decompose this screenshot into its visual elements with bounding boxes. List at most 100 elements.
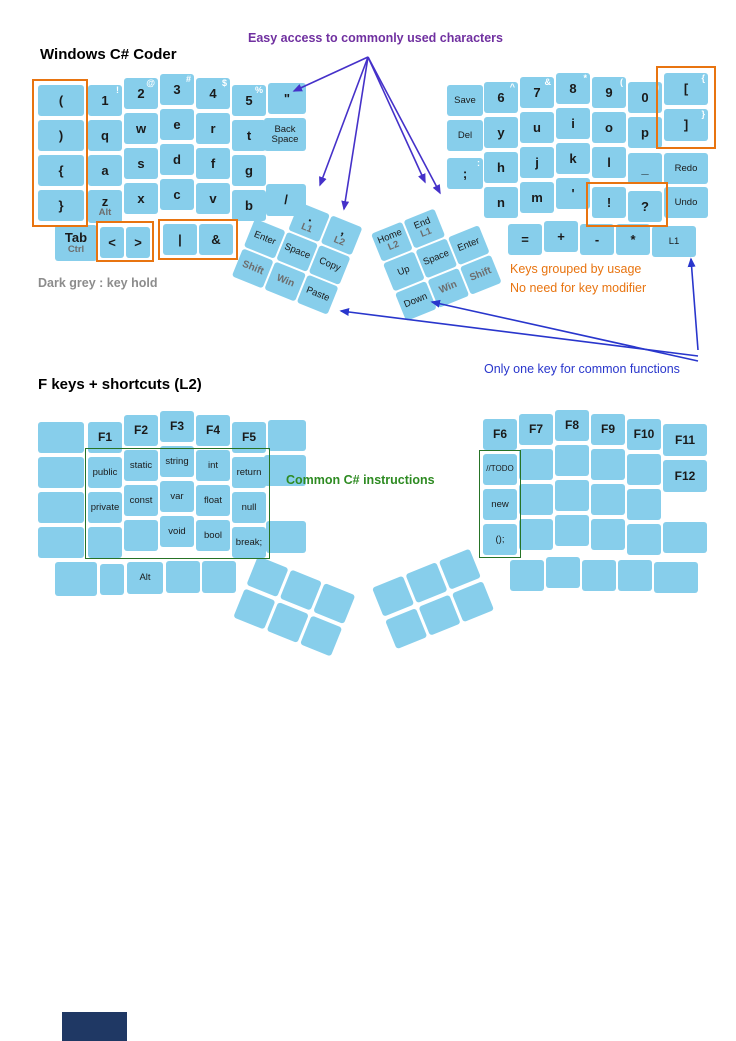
key-blank	[510, 560, 544, 591]
key-less-than: <	[100, 227, 124, 258]
key-save: Save	[447, 85, 483, 116]
key-blank	[555, 480, 589, 511]
key-del: Del	[447, 120, 483, 151]
key-label: Enter	[456, 235, 482, 255]
key-blank	[627, 489, 661, 520]
key-label: F6	[492, 427, 507, 442]
key-s: s	[124, 148, 158, 179]
key-label: /	[284, 192, 288, 208]
layer2-title: F keys + shortcuts (L2)	[38, 376, 202, 393]
key-blank	[591, 484, 625, 515]
key-k: k	[556, 143, 590, 174]
key-label: ();	[495, 533, 505, 545]
key-const: const	[124, 485, 158, 516]
key-blank	[591, 519, 625, 550]
key-semicolon: :;	[447, 158, 483, 189]
key-label: F10	[633, 427, 655, 442]
key-label: Del	[457, 129, 473, 141]
key-label: a	[101, 162, 109, 178]
key-label: Enter	[252, 228, 278, 248]
key-label: k	[569, 150, 577, 166]
annotation-one-key: Only one key for common functions	[484, 362, 680, 376]
key-label: private	[90, 501, 120, 513]
key-label: +	[557, 228, 565, 244]
key-label: Alt	[139, 572, 151, 584]
key-label: )	[58, 127, 64, 143]
key-u: u	[520, 112, 554, 143]
key-blank	[100, 564, 124, 595]
key-label: d	[173, 151, 181, 167]
key-r: r	[196, 113, 230, 144]
key-float: float	[196, 485, 230, 516]
key-label: Shift	[240, 258, 266, 277]
key-label: F4	[205, 423, 220, 438]
key-blank	[268, 420, 306, 451]
key-label: j	[535, 154, 539, 170]
key-blank	[38, 492, 84, 523]
key-new: new	[483, 489, 517, 520]
key-label: Shift	[468, 264, 493, 284]
key-v: v	[196, 183, 230, 214]
key-label: c	[173, 186, 181, 202]
key-hold-label: L2	[332, 234, 347, 249]
key-label: F5	[241, 430, 256, 445]
key-label: b	[245, 197, 253, 213]
key-blank	[124, 520, 158, 551]
key-quote: "	[268, 83, 306, 114]
key-l: l	[592, 147, 626, 178]
key-i: i	[556, 108, 590, 139]
key-todo-comment: //TODO	[483, 454, 517, 485]
key-label: Paste	[304, 284, 332, 304]
key-label: Back Space	[271, 123, 299, 145]
key-bool: bool	[196, 520, 230, 551]
key-open-paren: (	[38, 85, 84, 116]
key-label: v	[209, 190, 217, 206]
key-f12: F12	[663, 460, 707, 492]
key-4: $4	[196, 78, 230, 109]
key-l1: L1	[652, 226, 696, 257]
key-6: ^6	[484, 82, 518, 113]
key-undo: Undo	[664, 187, 708, 218]
key-label: n	[497, 194, 505, 210]
key-blank	[663, 522, 707, 553]
key-7: &7	[520, 77, 554, 108]
key-alt: Alt	[127, 562, 163, 594]
key-label: 9	[605, 84, 613, 100]
key-label: F7	[528, 422, 543, 437]
key-y: y	[484, 117, 518, 148]
key-int: int	[196, 450, 230, 481]
key-label: 1	[101, 92, 109, 108]
key-label: ]	[683, 117, 689, 133]
key-label: |	[178, 231, 182, 247]
annotation-keys-grouped: Keys grouped by usage No need for key mo…	[510, 260, 646, 299]
key-ampersand: &	[199, 224, 233, 255]
key-label: Redo	[674, 162, 698, 174]
key-shift-label: $	[221, 78, 227, 88]
key-pipe: |	[163, 224, 197, 255]
key-blank	[555, 445, 589, 476]
key-label: o	[605, 119, 613, 135]
key-f7: F7	[519, 414, 553, 445]
key-label: F12	[674, 468, 696, 483]
key-return: return	[232, 457, 266, 488]
key-a: a	[88, 155, 122, 186]
key-public: public	[88, 457, 122, 488]
key-label: g	[245, 162, 253, 178]
key-blank	[166, 561, 200, 593]
key-label: >	[134, 234, 142, 250]
key-label: r	[210, 120, 216, 136]
key-label: [	[683, 81, 689, 97]
key-label: public	[92, 466, 118, 478]
key-label: l	[607, 154, 611, 170]
key-label: _	[641, 160, 649, 176]
key-t: t	[232, 120, 266, 151]
key-label: 0	[641, 89, 649, 105]
key-label: ?	[641, 198, 649, 214]
key-f1: F1	[88, 422, 122, 453]
key-shift-label: @	[146, 78, 155, 88]
key-label: Space	[421, 247, 451, 268]
key-shift-label: }	[701, 109, 705, 119]
key-underscore: _	[628, 153, 662, 184]
